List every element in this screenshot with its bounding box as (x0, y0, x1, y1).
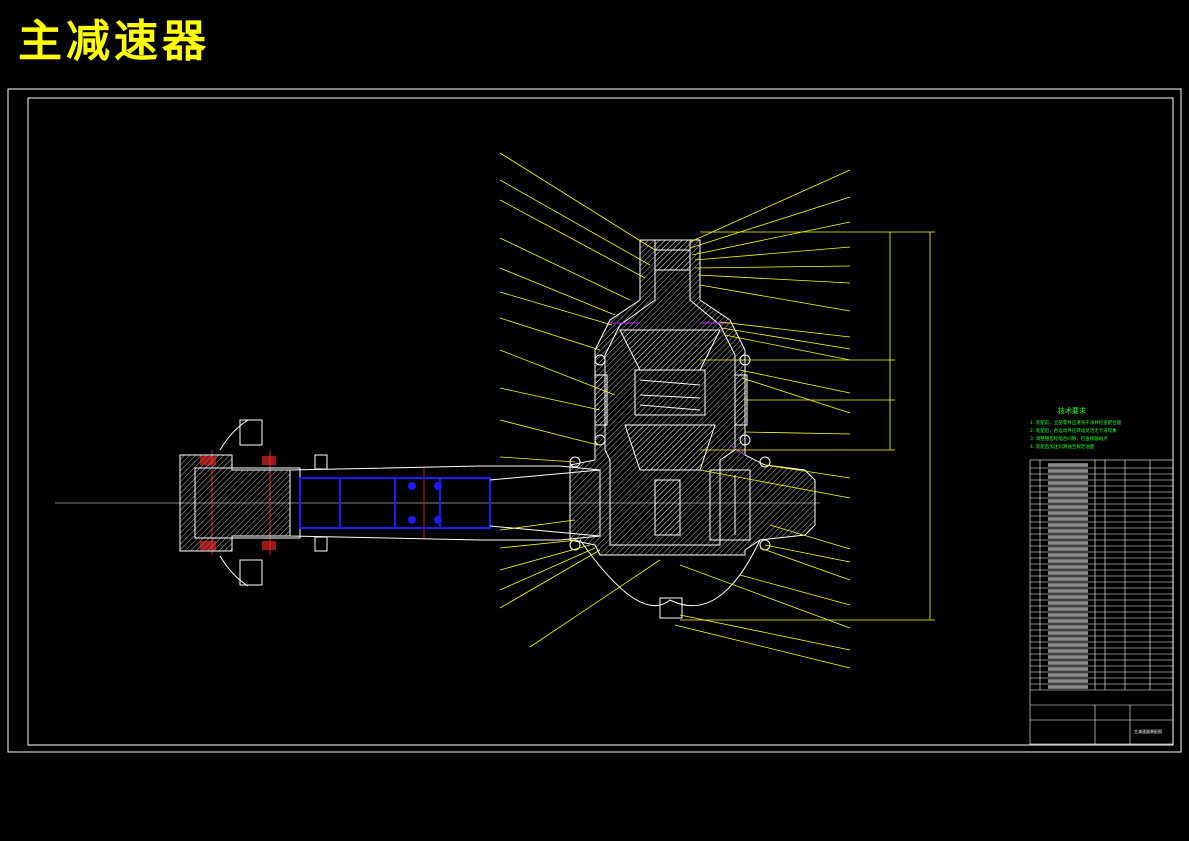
tech-req-heading: 技术要求 (1058, 406, 1086, 415)
parts-list-cell (1048, 499, 1088, 503)
parts-list-cell (1048, 631, 1088, 635)
parts-list-cell (1048, 607, 1088, 611)
parts-list-cell (1048, 685, 1088, 689)
reducer-housing (569, 239, 816, 619)
parts-list-cell (1048, 637, 1088, 641)
parts-list-cell (1048, 553, 1088, 557)
parts-list-cell (1048, 589, 1088, 593)
parts-list-cell (1048, 511, 1088, 515)
parts-list-cell (1048, 619, 1088, 623)
parts-list-cell (1048, 625, 1088, 629)
leader-lines-right (674, 169, 851, 669)
parts-list-cell (1048, 601, 1088, 605)
parts-list-cell (1048, 481, 1088, 485)
parts-list-cell (1048, 577, 1088, 581)
wheel-hub (179, 419, 328, 587)
parts-list-cell (1048, 541, 1088, 545)
parts-list-cell (1048, 595, 1088, 599)
parts-list-cell (1048, 643, 1088, 647)
parts-list-cell (1048, 505, 1088, 509)
drawing-name: 主减速器装配图 (1134, 728, 1162, 734)
tech-req-line-2: 2. 装配后，各运动件应转动灵活无卡滞现象 (1030, 427, 1117, 434)
parts-list-cell (1048, 655, 1088, 659)
parts-list-cell (1048, 649, 1088, 653)
parts-list-cell (1048, 559, 1088, 563)
parts-list-cell (1048, 529, 1088, 533)
parts-list-cell (1048, 679, 1088, 683)
title-block: 主减速器装配图 (1029, 459, 1174, 745)
tech-req-line-1: 1. 装配前，全部零件应清洗干净并检查配合面 (1030, 419, 1122, 426)
parts-list-cell (1048, 463, 1088, 467)
parts-list-cell (1048, 667, 1088, 671)
parts-list-cell (1048, 613, 1088, 617)
parts-list-cell (1048, 523, 1088, 527)
parts-list-cell (1048, 661, 1088, 665)
tech-req-line-3: 3. 调整锥齿轮啮合间隙，检查接触斑点 (1030, 435, 1108, 442)
parts-list-cell (1048, 469, 1088, 473)
parts-list-cell (1048, 487, 1088, 491)
parts-list-cell (1048, 535, 1088, 539)
parts-list-cell (1048, 583, 1088, 587)
parts-list-cell (1048, 475, 1088, 479)
outer-frame (7, 88, 1182, 753)
inner-frame (27, 97, 1174, 746)
dimension-lines (680, 231, 935, 621)
parts-list-cell (1048, 493, 1088, 497)
leader-lines-left (499, 152, 661, 648)
parts-list-cell (1048, 517, 1088, 521)
page-title: 主减速器 (18, 16, 210, 67)
parts-list-cell (1048, 673, 1088, 677)
tech-requirements: 技术要求 1. 装配前，全部零件应清洗干净并检查配合面 2. 装配后，各运动件应… (1030, 406, 1122, 450)
tech-req-line-4: 4. 装配后加注润滑油至规定油面 (1030, 443, 1095, 450)
parts-list-cell (1048, 565, 1088, 569)
parts-list-cell (1048, 547, 1088, 551)
parts-list-cell (1048, 571, 1088, 575)
